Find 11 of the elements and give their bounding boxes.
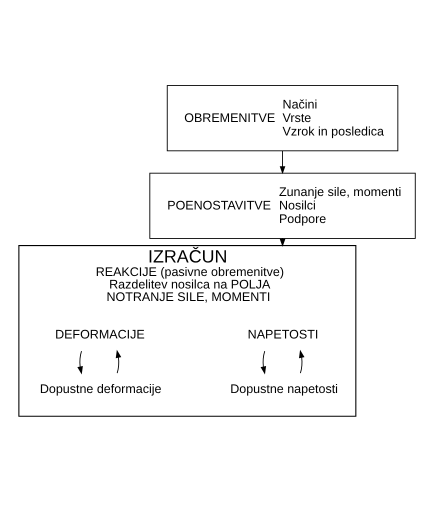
arrow [280, 238, 286, 247]
arrow [77, 350, 83, 374]
node-text: Dopustne napetosti [230, 382, 338, 396]
node-text: NAPETOSTI [248, 327, 318, 342]
node-box: OBREMENITVE Načini Vrste Vzrok in posledica [166, 85, 398, 152]
node-text: DEFORMACIJE [55, 327, 145, 342]
arrow [280, 150, 286, 174]
node-text: Dopustne deformacije [40, 382, 162, 396]
arrow [116, 350, 122, 374]
arrow [298, 350, 304, 374]
arrow [260, 350, 266, 374]
